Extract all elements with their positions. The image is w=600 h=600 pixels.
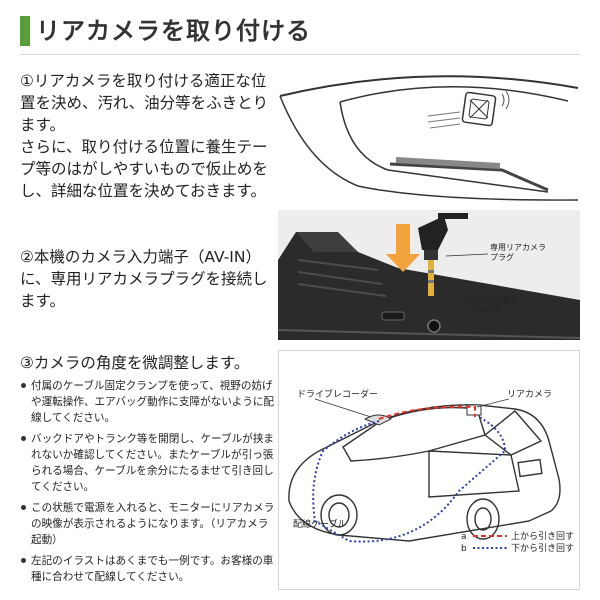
note-item: 付属のケーブル固定クランプを使って、視野の妨げや運転操作、エアバッグ動作に支障が…	[20, 378, 275, 426]
note-item: 左記のイラストはあくまでも一例です。お客様の車種に合わせて配線してください。	[20, 553, 275, 585]
rear-camera-mount-icon	[461, 90, 510, 127]
svg-text:a: a	[461, 532, 467, 542]
step3-title: ③カメラの角度を微調整します。	[20, 354, 250, 372]
note-item: この状態で電源を入れると、モニターにリアカメラの映像が表示されるようになります。…	[20, 500, 275, 548]
step1-illustration	[278, 66, 580, 204]
arrow-down-icon	[386, 224, 420, 272]
port-label: カメラ入力端子 (AV-IN)	[462, 294, 521, 314]
legend-a-text: 上から引き回す	[511, 531, 574, 542]
plug-label: 専用リアカメラ プラグ	[490, 242, 549, 262]
rear-camera-label: リアカメラ	[507, 389, 552, 400]
legend-b-text: 下から引き回す	[511, 543, 574, 554]
step2-text: ②本機のカメラ入力端子（AV-IN）に、専用リアカメラプラグを接続します。	[20, 248, 268, 310]
car-illustration-icon	[288, 404, 561, 542]
step1-text: ①リアカメラを取り付ける適正な位置を決め、汚れ、油分等をふきとります。 さらに、…	[20, 72, 269, 200]
av-in-port-icon	[427, 319, 441, 333]
legend: a 上から引き回す b 下から引き回す	[461, 531, 574, 554]
page-title: リアカメラを取り付ける	[36, 17, 311, 45]
svg-text:b: b	[461, 544, 467, 554]
title-accent-bar	[20, 16, 30, 46]
step3-illustration: ドライブレコーダー リアカメラ 配線ケーブル a 上から引き回す b	[278, 350, 580, 590]
note-item: バックドアやトランク等を開閉し、ケーブルが挟まれないか確認してください。またケー…	[20, 431, 275, 495]
step3-notes: 付属のケーブル固定クランプを使って、視野の妨げや運転操作、エアバッグ動作に支障が…	[20, 378, 275, 590]
rear-camera-plug-icon	[418, 213, 468, 296]
recorder-label: ドライブレコーダー	[297, 388, 378, 400]
title-divider	[20, 54, 580, 55]
step2-illustration: 専用リアカメラ プラグ カメラ入力端子 (AV-IN)	[278, 210, 580, 340]
